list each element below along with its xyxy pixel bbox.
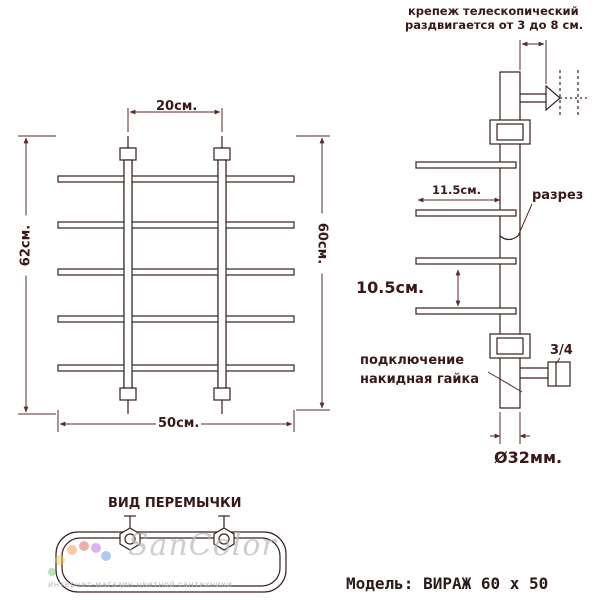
horizontal-bar xyxy=(57,175,295,183)
watermark-logo-dots xyxy=(48,541,111,576)
pipe-diameter: Ø32мм. xyxy=(494,448,563,467)
dim-center-height: 60см. xyxy=(314,213,330,274)
front-view xyxy=(57,136,295,414)
dim-total-height: 62см. xyxy=(18,215,34,276)
connection-line1: подключение xyxy=(360,353,465,368)
horizontal-bar xyxy=(57,364,295,372)
model-title: Модель: ВИРАЖ 60 х 50 xyxy=(346,574,549,593)
dim-top-spacing: 20см. xyxy=(156,99,198,114)
horizontal-bar xyxy=(57,268,295,276)
thread-size: 3/4 xyxy=(550,343,573,358)
side-view xyxy=(415,70,590,409)
horizontal-bar xyxy=(57,221,295,229)
watermark-brand: SanColor xyxy=(128,528,277,563)
dim-bar-length: 11.5см. xyxy=(432,183,481,197)
section-label: разрез xyxy=(532,188,584,203)
bridge-view xyxy=(55,515,287,593)
mount-note-line2: раздвигается от 3 до 8 см. xyxy=(405,18,584,32)
mount-note-line1: крепеж телескопический xyxy=(408,4,579,18)
watermark-tagline: интернет-магазин цветной сантехники xyxy=(48,580,233,589)
dim-bar-spacing: 10.5см. xyxy=(356,278,425,297)
side-dimensions xyxy=(417,40,561,444)
bridge-view-title: ВИД ПЕРЕМЫЧКИ xyxy=(108,496,242,511)
connection-line2: накидная гайка xyxy=(360,372,480,387)
dim-width: 50см. xyxy=(156,416,202,431)
horizontal-bar xyxy=(57,315,295,323)
